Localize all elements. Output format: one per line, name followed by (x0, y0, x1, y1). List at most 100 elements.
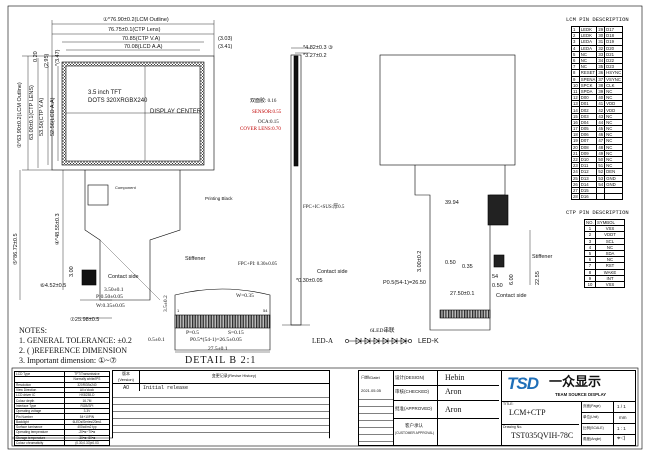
page-value: 1 / 1 (617, 404, 626, 409)
projection-symbol-icon: ⌖◁ (617, 436, 626, 442)
pin-number: 10 (584, 280, 596, 289)
dim-fpc-length: ⑤*86.72±0.5 (13, 233, 19, 266)
led-chain-title: 6LED串联 (370, 328, 395, 334)
detail-b-pin1: 1 (177, 308, 180, 313)
design-value: Hebin (445, 373, 465, 382)
detail-b-title: DETAIL B 2:1 (185, 355, 257, 366)
dim-lcd-aa: 70.08(LCD A.A) (124, 44, 163, 50)
detail-b-edge: 0.5±0.1 (148, 337, 165, 343)
printing-black-label: Printing Black (205, 196, 233, 201)
back-contact-side: Contact side (496, 293, 527, 299)
version-header: 版本 (Version) (113, 371, 140, 384)
page-label: 页面(Page) (583, 404, 601, 408)
dim-width: W:0.35±0.05 (96, 303, 125, 309)
design-label: 设计(DESIGN) (395, 375, 425, 380)
customer-label-en: (CUSTOMER APPROVAL) (395, 431, 435, 435)
contact-side-label: Contact side (108, 274, 139, 280)
revision-entry: Initial release (143, 385, 189, 391)
layer-cover-lens: COVER LENS:0.70 (240, 127, 281, 132)
side-thickness-2: *3.27±0.2 (303, 53, 327, 59)
pin-symbol: D16 (578, 193, 598, 201)
dim-2255: 22.55 (535, 271, 541, 285)
pin-symbol: RESET (578, 69, 598, 77)
back-outline (379, 54, 516, 166)
pin-symbol: VSS (595, 280, 625, 289)
approved-label: 批准(APPROVED) (395, 406, 433, 411)
component-label: Component (115, 185, 136, 190)
detail-b-pitch: P0.5*(54-1)=26.5±0.05 (190, 337, 242, 343)
active-area (65, 65, 201, 162)
revision-table: 版本 (Version) 变更记录(Revise History) A0 Ini… (112, 370, 330, 439)
drawing-no: TST035QVIH-78C (511, 431, 574, 440)
title-block: 日期(Date) 2021.05.05 设计(DESIGN) Hebin 审核(… (358, 370, 636, 446)
dim-ctp-va: 70.85(CTP V.A) (122, 36, 161, 42)
title-value: LCM+CTP (509, 408, 546, 417)
company-name-cn: 一众显示 (549, 374, 602, 389)
dim-035: 0.35 (462, 264, 473, 270)
lcm-pin-title: LCM PIN DESCRIPTION (566, 16, 629, 23)
date-value: 2021.05.05 (361, 388, 382, 393)
ref-341: (3.41) (218, 44, 233, 50)
dim-050b: 0.50 (492, 283, 503, 289)
fpc-ic-thickness: FPC+IC+SUS:厚0.5 (303, 205, 345, 210)
dim-ctp-lens-height: 63.00±0.1(CTP LENS) (29, 85, 35, 140)
unit-label: 单位(Unit) (583, 415, 599, 419)
detail-b-total: 27.5±0.1 (208, 346, 228, 352)
customer-label: 客户承认 (405, 423, 423, 428)
title-label: TITLE: (503, 402, 514, 406)
ctp-pin-title: CTP PIN DESCRIPTION (566, 209, 629, 216)
dim-050a: 0.50 (445, 260, 456, 266)
ref-303: (3.03) (218, 36, 233, 42)
pin-symbol (604, 193, 624, 201)
dim-lcm-width: ①*76.90±0.2(LCM Outline) (103, 17, 169, 23)
dim-pitch-back: P0.5(54-1)=26.50 (383, 280, 426, 286)
layer-oca: OCA:0.15 (258, 120, 279, 125)
unit-value: mm (619, 415, 627, 420)
dim-020: 0.20 (33, 51, 39, 62)
dim-ctp-lens: 76.75±0.1(CTP Lens) (108, 27, 161, 33)
dim-3994: 39.94 (445, 200, 459, 206)
lcm-outline (51, 55, 215, 171)
dim-7: ⑦25.98±0.5 (70, 317, 100, 323)
pin-54: 54 (492, 274, 499, 280)
dim-300-back: 3.00±0.2 (417, 250, 423, 272)
pin-number: 28 (571, 193, 580, 201)
pin-symbol: SPENA (578, 75, 598, 83)
dim-fpc-4855: ④*48.55±0.3 (55, 213, 61, 246)
company-logo: TSD (507, 374, 539, 393)
stiffener-label: Stiffener (185, 256, 206, 262)
detail-b-p: P=0.5 (186, 330, 200, 336)
note-3: 3. Important dimension: ①~⑦ (19, 356, 117, 365)
spec-label: Colour chromaticity (14, 439, 65, 447)
detail-b-w: W=0.35 (236, 293, 254, 299)
panel-resolution-label: DOTS 320XRGBX240 (88, 98, 148, 104)
pin-symbol: VSYNC (604, 75, 624, 83)
led-diode-chain (345, 337, 412, 345)
spec-row: Colour chromaticity(0.30,0.33)±0.03 (14, 439, 111, 447)
layer-tape: 双面胶: 0.16 (250, 99, 277, 104)
dim-2750: 27.50±0.1 (450, 291, 475, 297)
note-2: 2. ( )REFERENCE DIMENSION (19, 346, 127, 355)
led-anode: LED-A (312, 337, 333, 345)
detail-b-pin54: 54 (263, 308, 268, 313)
detail-b-s: S=0.15 (228, 330, 244, 336)
angle-label: 角度(Angle) (583, 437, 602, 441)
scale-value: 1 : 1 (617, 426, 626, 431)
sheet-border (7, 5, 643, 450)
detail-b-height: 3.5±0.2 (163, 295, 169, 312)
version-value: A0 (122, 385, 130, 391)
